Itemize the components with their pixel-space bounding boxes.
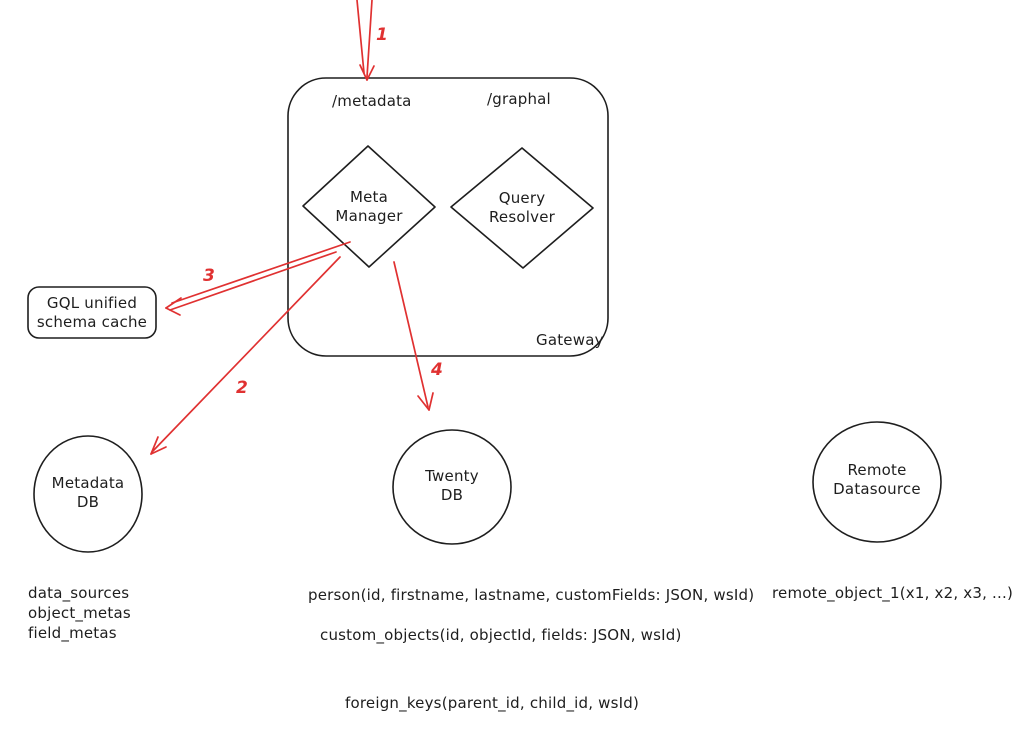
arrow-4 xyxy=(393,261,434,411)
endpoint-metadata-label: /metadata xyxy=(332,92,412,110)
endpoint-graphql-label: /graphal xyxy=(487,90,551,108)
remote-datasource-label: Remote Datasource xyxy=(833,461,921,498)
twenty-db-label: Twenty DB xyxy=(425,467,479,504)
meta-manager-diamond xyxy=(302,145,436,268)
remote-object-annotation: remote_object_1(x1, x2, x3, ...) xyxy=(772,584,1014,602)
gateway-label: Gateway xyxy=(536,331,604,349)
meta-manager-label: Meta Manager xyxy=(335,188,403,225)
metadata-db-circle xyxy=(33,435,143,553)
metadata-db-label: Metadata DB xyxy=(51,474,125,511)
flow-number-1: 1 xyxy=(376,25,388,45)
remote-datasource-circle xyxy=(812,421,942,543)
gateway-box xyxy=(287,77,609,357)
arrow-3 xyxy=(165,241,351,316)
foreign-keys-annotation: foreign_keys(parent_id, child_id, wsId) xyxy=(345,694,640,712)
schema-cache-box xyxy=(27,286,157,339)
query-resolver-label: Query Resolver xyxy=(488,189,555,226)
arrow-2 xyxy=(150,256,341,455)
flow-number-2: 2 xyxy=(236,378,248,398)
schema-cache-label: GQL unified schema cache xyxy=(36,294,148,331)
twenty-db-circle xyxy=(392,429,512,545)
arrow-1 xyxy=(356,0,375,81)
flow-number-4: 4 xyxy=(431,360,443,380)
metadata-tables-annotation: data_sources object_metas field_metas xyxy=(28,584,131,642)
flow-number-3: 3 xyxy=(203,266,215,286)
query-resolver-diamond xyxy=(450,147,594,269)
person-table-annotation: person(id, firstname, lastname, customFi… xyxy=(308,586,755,604)
custom-objects-annotation: custom_objects(id, objectId, fields: JSO… xyxy=(320,626,682,644)
